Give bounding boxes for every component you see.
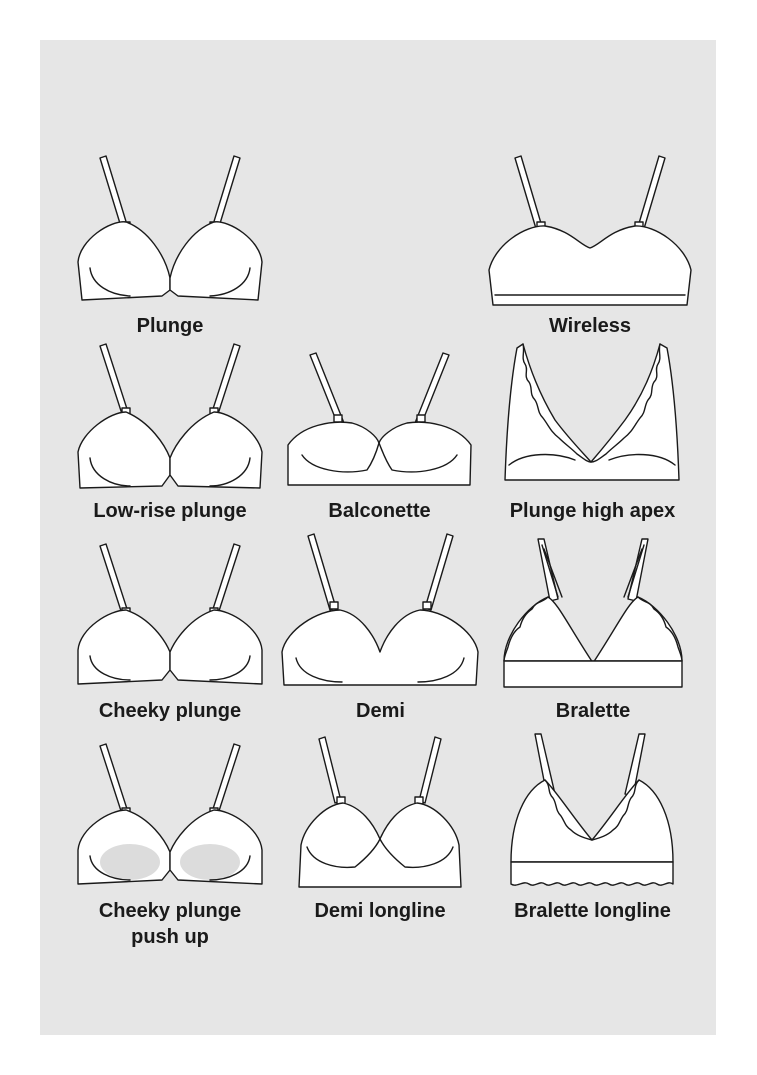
style-cheeky-plunge: Cheeky plunge xyxy=(70,540,270,730)
style-label-low-rise-plunge: Low-rise plunge xyxy=(93,500,247,522)
style-balconette: Balconette xyxy=(282,345,477,530)
wireless-illustration xyxy=(488,155,692,306)
style-label-balconette: Balconette xyxy=(328,500,431,522)
style-label-plunge: Plunge xyxy=(136,315,204,337)
cheeky-plunge-illustration xyxy=(77,543,263,685)
style-label-cheeky-plunge: Cheeky plunge xyxy=(98,700,242,722)
style-label-wireless: Wireless xyxy=(548,315,632,337)
style-low-rise-plunge: Low-rise plunge xyxy=(70,340,270,530)
style-label-plunge-high-apex: Plunge high apex xyxy=(509,500,676,522)
style-plunge-high-apex: Plunge high apex xyxy=(495,340,690,530)
bralette-longline-illustration xyxy=(510,733,674,886)
style-cheeky-plunge-push-up: Cheeky plunge push up xyxy=(70,740,270,955)
plunge-high-apex-illustration xyxy=(504,343,680,481)
style-label-bralette-longline: Bralette longline xyxy=(514,900,671,922)
style-plunge: Plunge xyxy=(70,150,270,340)
style-label-bralette: Bralette xyxy=(555,700,631,722)
bralette-illustration xyxy=(503,538,683,688)
style-wireless: Wireless xyxy=(485,150,695,340)
style-bralette: Bralette xyxy=(498,535,688,730)
style-label-demi: Demi xyxy=(356,700,405,722)
plunge-illustration xyxy=(77,155,263,301)
style-demi-longline: Demi longline xyxy=(295,735,465,930)
cheeky-plunge-push-up-illustration xyxy=(77,743,263,885)
demi-illustration xyxy=(281,533,479,686)
style-label-cheeky-plunge-push-up: Cheeky plunge push up xyxy=(98,900,242,948)
low-rise-plunge-illustration xyxy=(77,343,263,489)
balconette-illustration xyxy=(287,352,472,486)
style-demi: Demi xyxy=(278,530,483,730)
style-label-demi-longline: Demi longline xyxy=(314,900,446,922)
style-bralette-longline: Bralette longline xyxy=(495,730,690,930)
demi-longline-illustration xyxy=(298,736,462,888)
